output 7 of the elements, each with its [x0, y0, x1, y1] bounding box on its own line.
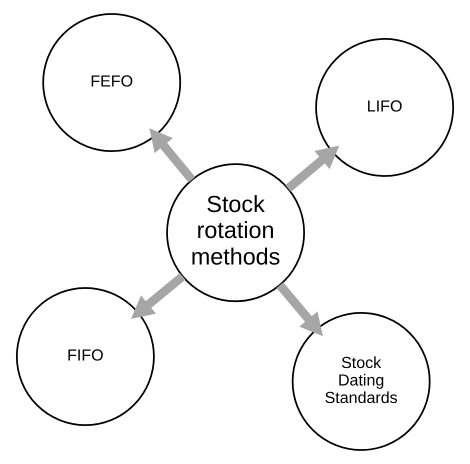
arrow [149, 128, 196, 183]
node-circle: FEFO [42, 13, 182, 152]
arrow [131, 272, 186, 319]
arrow [276, 282, 323, 336]
arrow [285, 146, 340, 192]
node-circle: FIFO [16, 287, 155, 426]
node-circle: Stock rotation methods [166, 163, 305, 302]
